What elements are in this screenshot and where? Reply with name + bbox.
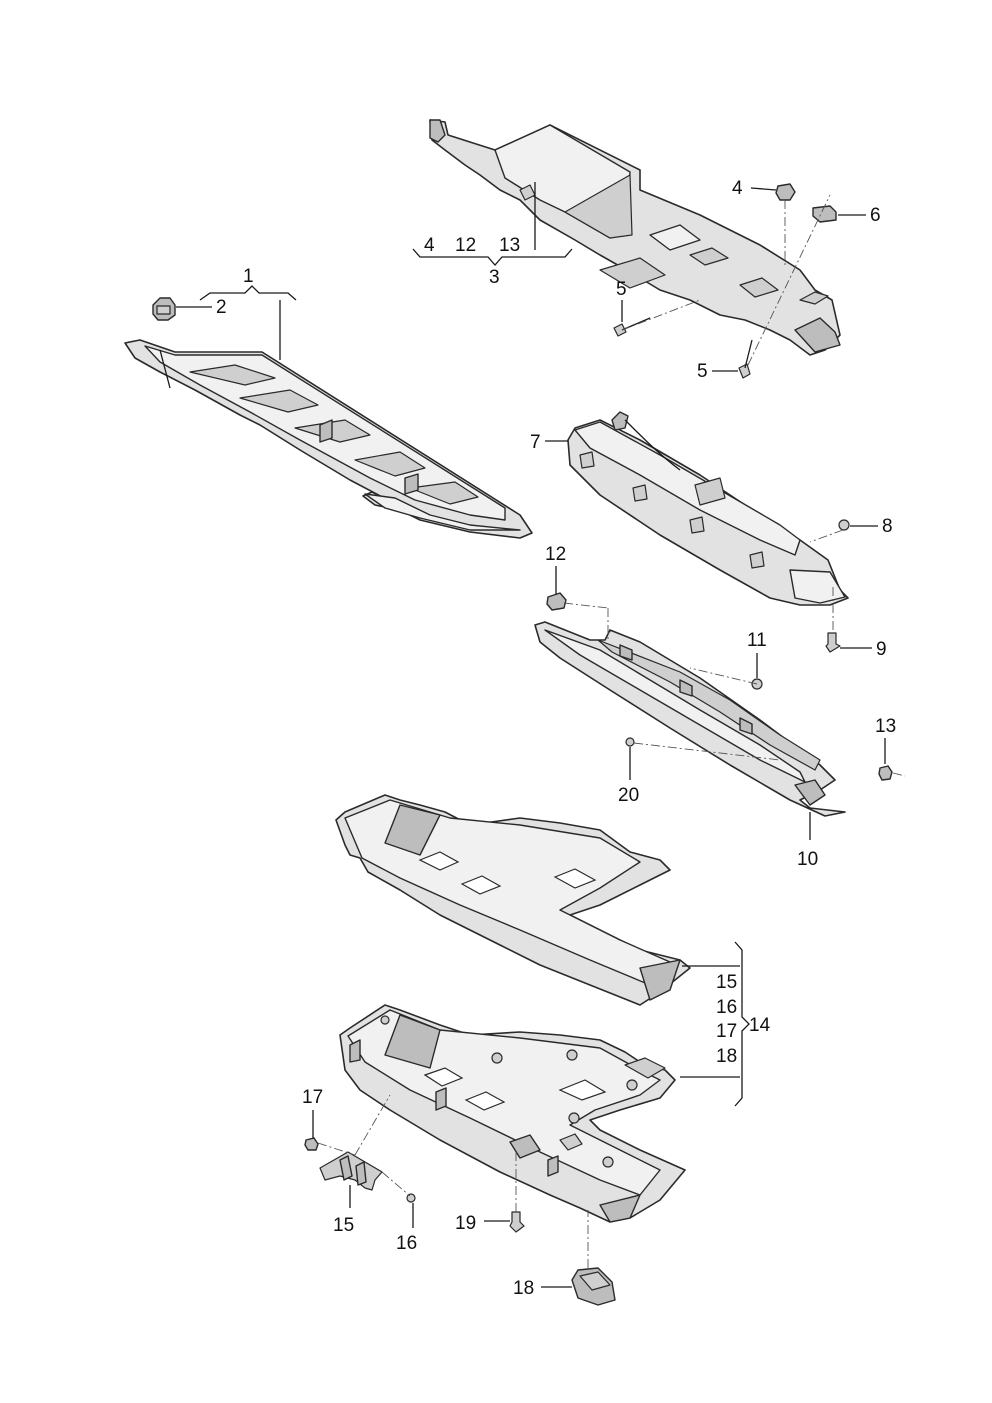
callout-3: 3 <box>489 267 500 288</box>
callout-7: 7 <box>530 432 541 453</box>
alignment-lines <box>317 194 906 1268</box>
callout-15-group: 15 <box>716 972 737 993</box>
callout-17-group: 17 <box>716 1021 737 1042</box>
callout-18: 18 <box>513 1278 534 1299</box>
callout-19: 19 <box>455 1213 476 1234</box>
callout-5-upper: 5 <box>616 279 627 300</box>
bracket-3 <box>412 248 573 266</box>
part-15-bracket <box>319 1151 383 1191</box>
callout-12-group: 12 <box>455 235 476 256</box>
bracket-14 <box>734 941 750 1107</box>
callout-8: 8 <box>882 516 893 537</box>
part-18-switch <box>571 1267 616 1306</box>
callout-4: 4 <box>732 178 743 199</box>
callout-10: 10 <box>797 849 818 870</box>
callout-14: 14 <box>749 1015 771 1036</box>
part-16-screw <box>406 1193 416 1203</box>
callout-1: 1 <box>243 266 254 287</box>
part-20-screw <box>625 737 635 747</box>
part-1-trim-panel <box>124 339 533 539</box>
part-4-nut <box>775 183 796 201</box>
callout-6: 6 <box>870 205 881 226</box>
callout-18-group: 18 <box>716 1046 737 1067</box>
callout-20: 20 <box>618 785 639 806</box>
part-9-screw <box>825 632 841 653</box>
part-15-panel <box>335 794 691 1006</box>
part-6-clip <box>812 205 837 223</box>
callout-labels: 1 2 3 4 12 13 4 6 5 5 7 8 12 11 9 13 20 … <box>216 178 896 1299</box>
part-10-bar <box>534 621 846 817</box>
bracket-1 <box>199 285 297 301</box>
part-5-screw <box>613 317 651 337</box>
part-13-nut <box>878 765 893 781</box>
part-8-nut <box>838 519 850 531</box>
callout-16: 16 <box>396 1233 417 1254</box>
callout-9: 9 <box>876 639 887 660</box>
callout-17: 17 <box>302 1087 323 1108</box>
part-7-cover <box>567 411 849 606</box>
part-16-frame <box>339 1004 686 1223</box>
part-5-screw-lower <box>738 339 753 379</box>
callout-16-group: 16 <box>716 997 737 1018</box>
part-3-glovebox-housing <box>429 119 841 356</box>
part-2-clip <box>152 297 176 321</box>
leader-lines <box>176 182 886 1288</box>
part-17-nut <box>304 1137 319 1151</box>
callout-4-group: 4 <box>424 235 435 256</box>
callout-2: 2 <box>216 297 227 318</box>
callout-13-group: 13 <box>499 235 520 256</box>
callout-12: 12 <box>545 544 566 565</box>
callout-11: 11 <box>747 630 767 651</box>
part-12-clip <box>546 592 567 611</box>
callout-15: 15 <box>333 1215 354 1236</box>
part-19-screw <box>509 1211 525 1233</box>
callout-13: 13 <box>875 716 896 737</box>
callout-5-lower: 5 <box>697 361 708 382</box>
